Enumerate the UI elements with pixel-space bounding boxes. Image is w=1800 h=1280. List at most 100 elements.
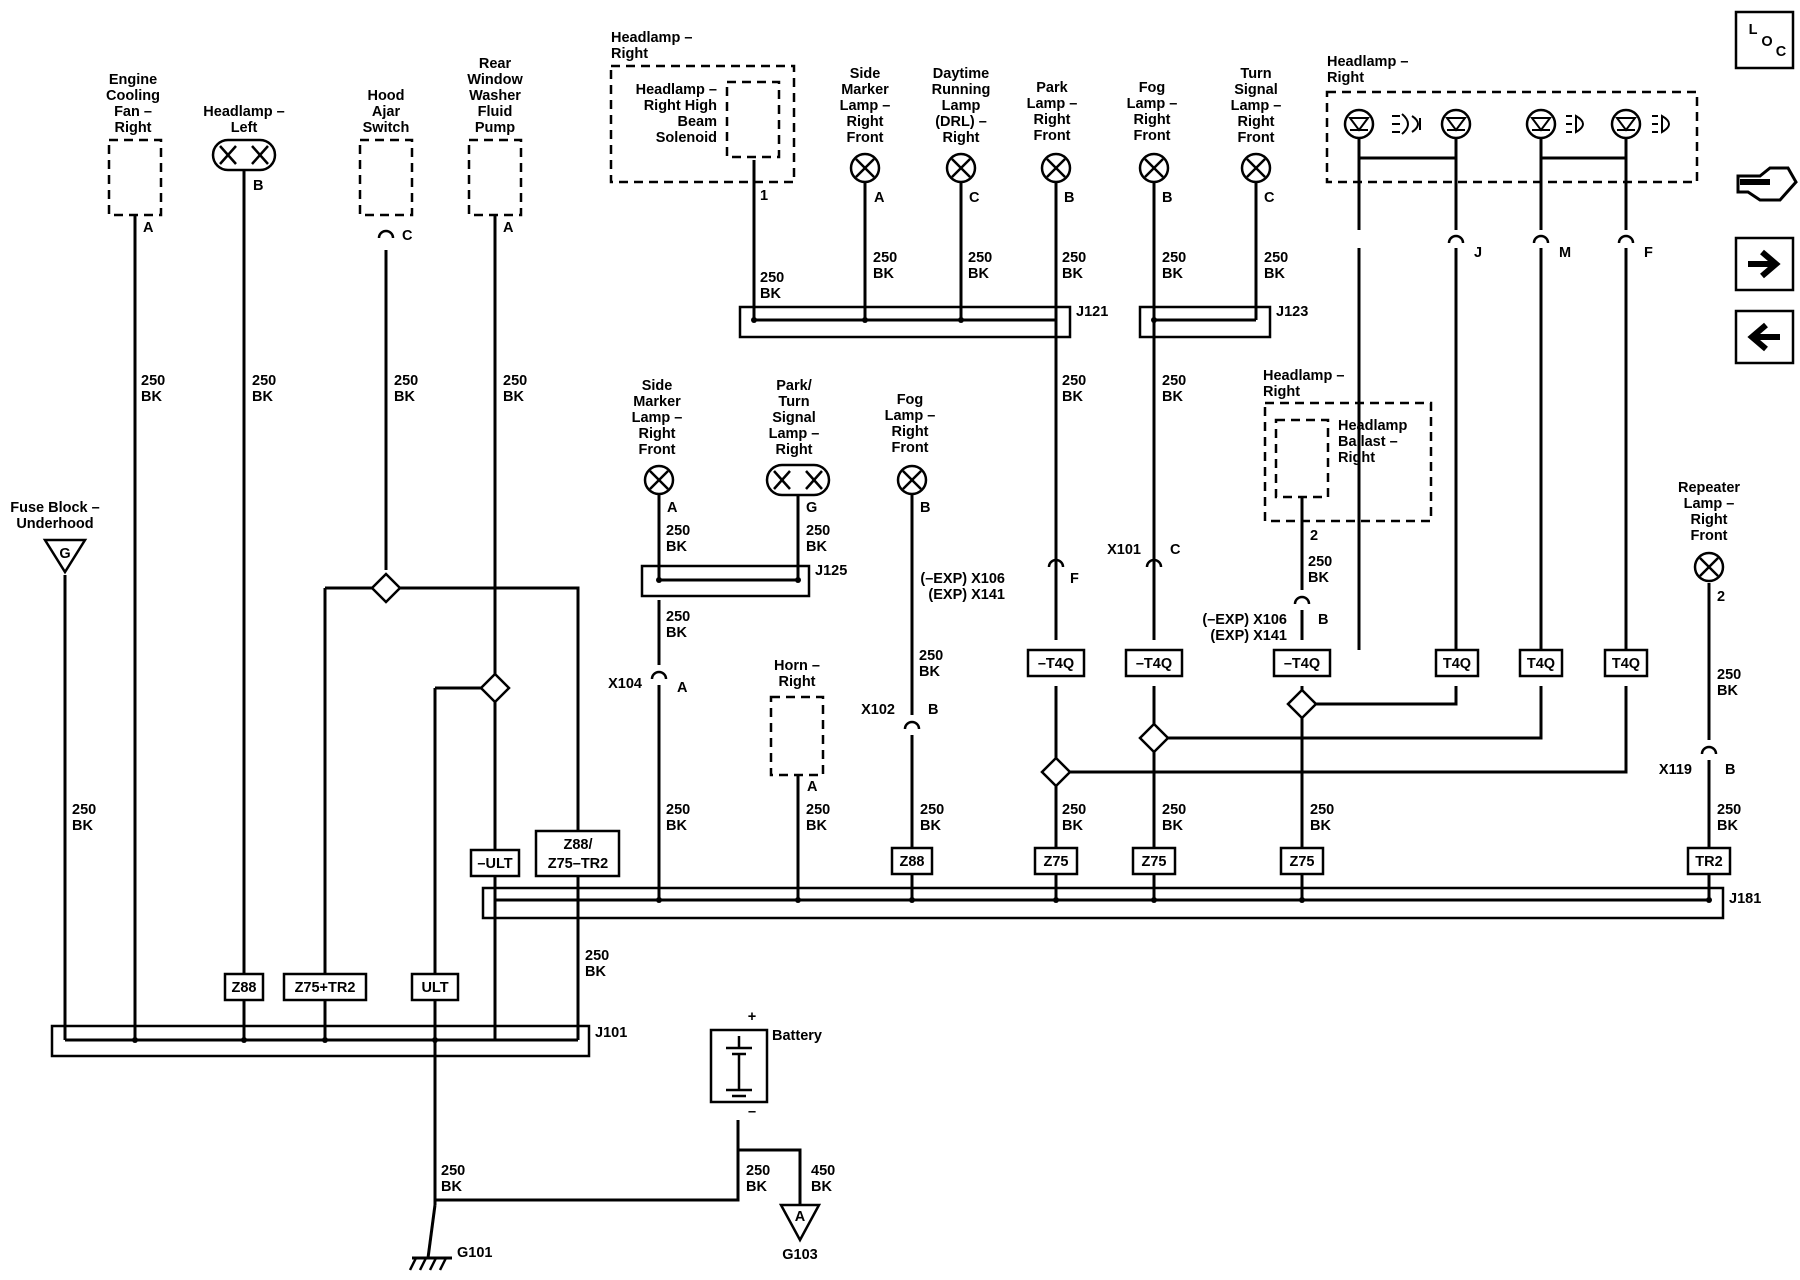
wire-side-top-color: BK [873,266,894,282]
connector-x141-label-1: (EXP) X141 [928,587,1005,603]
option-label-14: TR2 [1695,854,1722,870]
wire-horn-color: BK [806,818,827,834]
wire-z75a-color: BK [1062,818,1083,834]
wire-z75b-gauge: 250 [1162,802,1186,818]
wire-z75a-gauge: 250 [1062,802,1086,818]
wire-fog-top-gauge: 250 [1162,250,1186,266]
connector-x141-label-2: (EXP) X141 [1210,628,1287,644]
pin-label-14: G [806,500,817,516]
splice-j123-label: J123 [1276,304,1308,320]
pin-label-4: 1 [760,188,768,204]
pin-label-12: F [1644,245,1653,261]
loc-letter-0: L [1749,22,1758,38]
wire-parkturn-color: BK [806,539,827,555]
ground-g101-label: G101 [457,1245,492,1261]
wire-g101-color: BK [441,1179,462,1195]
horn-right [769,695,825,777]
wire-tr2-gauge: 250 [1717,802,1741,818]
headlamp-right-top-label: Headlamp –Right [611,30,692,62]
loc-letter-1: O [1761,34,1772,50]
next-arrow-icon [1748,249,1781,279]
pin-label-16: 2 [1310,528,1318,544]
option-label-3: –ULT [477,856,512,872]
splice-j181-label: J181 [1729,891,1761,907]
headlamp-led-icons [1343,108,1670,160]
splice-pack-j181 [481,886,1725,920]
wire-park-top-gauge: 250 [1062,250,1086,266]
option-label-2: ULT [421,980,448,996]
wire-g101-gauge: 250 [441,1163,465,1179]
wire-side-mid-color: BK [666,539,687,555]
option-label-5: –T4Q [1136,656,1172,672]
engine-cooling-fan [107,138,163,217]
pin-label-22: B [928,702,938,718]
option-label-0: Z88 [232,980,257,996]
wire-repeater-gauge: 250 [1717,667,1741,683]
wire-drl-gauge: 250 [968,250,992,266]
wire-j181-out-color: BK [585,964,606,980]
wire-fuse-gauge: 250 [72,802,96,818]
connector-icon[interactable] [1736,166,1798,202]
option-label-4: –T4Q [1038,656,1074,672]
pin-label-7: B [1064,190,1074,206]
fuse-block-underhood [42,538,88,575]
pin-label-15: B [920,500,930,516]
ground-g103 [778,1203,822,1243]
splice-j125-label: J125 [815,563,847,579]
option-splices [370,572,1318,788]
splice-packs [50,305,1725,1058]
option-label-1: Z75+TR2 [295,980,356,996]
wire-ballast-gauge: 250 [1308,554,1332,570]
wire-batt-color: BK [746,1179,767,1195]
splice-j101-label: J101 [595,1025,627,1041]
wire-j181-out-gauge: 250 [585,948,609,964]
headlamp-right-housing [609,64,796,184]
wire-hl-left-gauge: 250 [252,373,276,389]
battery-label: Battery [772,1028,822,1044]
wire-hood-gauge: 250 [394,373,418,389]
connector-x101-label: X101 [1107,542,1141,558]
headlamp-right-mid-label: Headlamp –Right [1263,368,1344,400]
wire-x104-color: BK [666,818,687,834]
option-label-7: T4Q [1443,656,1471,672]
hood-ajar-switch [358,138,414,217]
pin-label-5: A [874,190,885,206]
headlamp-right-ballast-housing [1263,401,1433,523]
headlamp-right-led-housing [1325,90,1699,184]
wire-fan-gauge: 250 [141,373,165,389]
wire-z75c-gauge: 250 [1310,802,1334,818]
wire-x102-color: BK [920,818,941,834]
ground-g101 [408,1256,452,1271]
connector-x104-label: X104 [608,676,642,692]
pin-label-3: A [503,220,514,236]
option-label-6: –T4Q [1284,656,1320,672]
option-label-10: Z88 [900,854,925,870]
headlamp-ballast [1274,418,1330,499]
option-label-13: Z75 [1290,854,1315,870]
wire-turn-top-gauge: 250 [1264,250,1288,266]
splice-j121-label: J121 [1076,304,1108,320]
wire-parkturn-gauge: 250 [806,523,830,539]
option-label-12: Z75 [1142,854,1167,870]
wire-side-top-gauge: 250 [873,250,897,266]
wire-park-mid-color: BK [1062,389,1083,405]
fuse-block-label: Fuse Block –Underhood [10,500,99,532]
splice-pack-j121 [738,305,1072,339]
wire-z75c-color: BK [1310,818,1331,834]
fuse-pin-label: G [59,546,70,562]
pin-label-23: B [1725,762,1735,778]
wire-fog-mid2-gauge: 250 [919,648,943,664]
loc-button[interactable] [1734,10,1795,70]
high-beam-solenoid [725,80,781,159]
headlamp-right-far-label: Headlamp –Right [1327,54,1408,86]
pin-label-9: C [1264,190,1275,206]
